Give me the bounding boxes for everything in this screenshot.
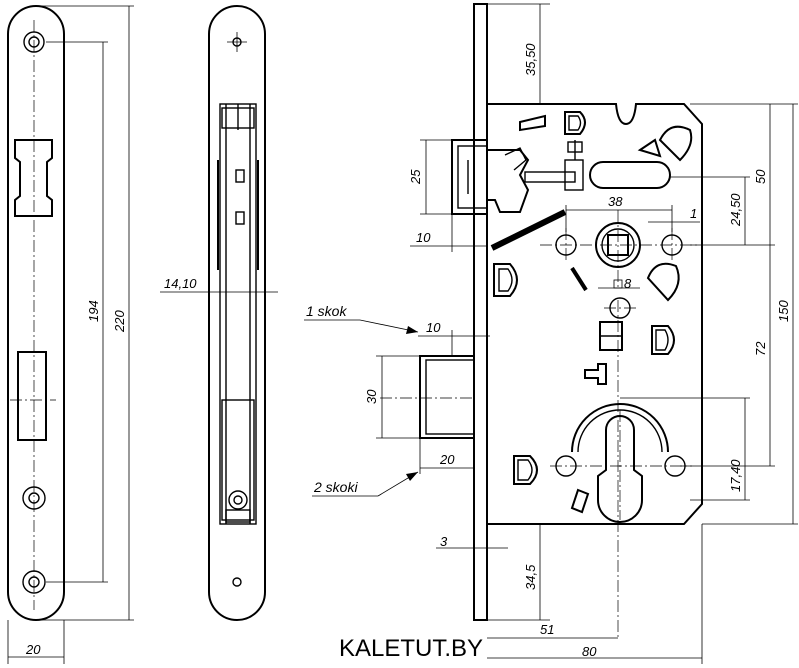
lock-body-outline <box>487 103 703 525</box>
lock-body-view <box>380 3 703 640</box>
label-two-throws: 2 skoki <box>313 479 358 495</box>
faceplate-front-view: 194 220 20 <box>7 5 134 664</box>
dim-bolt-projection: 10 <box>426 320 441 335</box>
dim-latch-height: 25 <box>408 169 423 185</box>
stop-right <box>646 262 680 302</box>
dim-body-depth: 80 <box>582 644 597 659</box>
cylinder-profile <box>597 415 643 523</box>
lock-side-view: 14,10 <box>160 5 278 621</box>
dim-top-to-body: 35,50 <box>523 43 538 76</box>
front-plate <box>473 3 488 621</box>
lock-body-dimensions: 35,50 25 10 150 50 24,50 72 17,40 38 <box>304 3 798 664</box>
dim-faceplate-thickness: 14,10 <box>164 276 197 291</box>
dim-center-distance: 72 <box>753 341 768 356</box>
side-faceplate-outline <box>208 5 266 621</box>
dim-hole-spacing: 194 <box>86 300 101 322</box>
spindle-follower <box>540 210 700 290</box>
dim-plate-thickness: 3 <box>440 534 448 549</box>
dim-latch-projection: 10 <box>416 230 431 245</box>
dim-cylinder-offset: 17,40 <box>728 459 743 492</box>
dim-faceplate-length: 220 <box>112 310 127 333</box>
dim-bolt-height: 30 <box>364 389 379 404</box>
label-one-throw: 1 skok <box>306 303 347 319</box>
dim-body-height: 150 <box>776 300 791 322</box>
dim-square-spindle: 8 <box>624 276 632 291</box>
dim-body-to-spindle: 50 <box>753 169 768 184</box>
faceplate-outline <box>7 5 65 621</box>
dim-small-offset: 1 <box>690 206 697 221</box>
latch-opening <box>14 139 53 217</box>
latch-bolt <box>451 139 584 215</box>
spring-bar <box>490 209 567 251</box>
slot-opening <box>589 161 671 189</box>
deadbolt <box>380 355 475 439</box>
dim-bolt-width: 20 <box>439 452 455 467</box>
dim-faceplate-width: 20 <box>25 642 41 657</box>
dim-backset: 51 <box>540 622 554 637</box>
stop-bottom <box>513 455 538 485</box>
cylinder-housing <box>550 403 692 523</box>
stop-lower <box>651 325 675 355</box>
stop-left <box>493 263 518 297</box>
dim-spindle-to-latch: 24,50 <box>728 193 743 227</box>
stop-corner-top <box>658 125 693 162</box>
dim-hole-spacing-38: 38 <box>608 194 623 209</box>
brand-watermark: KALETUT.BY <box>339 635 483 662</box>
stop-top <box>564 111 586 135</box>
deadbolt-opening <box>17 351 47 441</box>
dim-bottom-to-cylinder: 34,5 <box>523 564 538 590</box>
